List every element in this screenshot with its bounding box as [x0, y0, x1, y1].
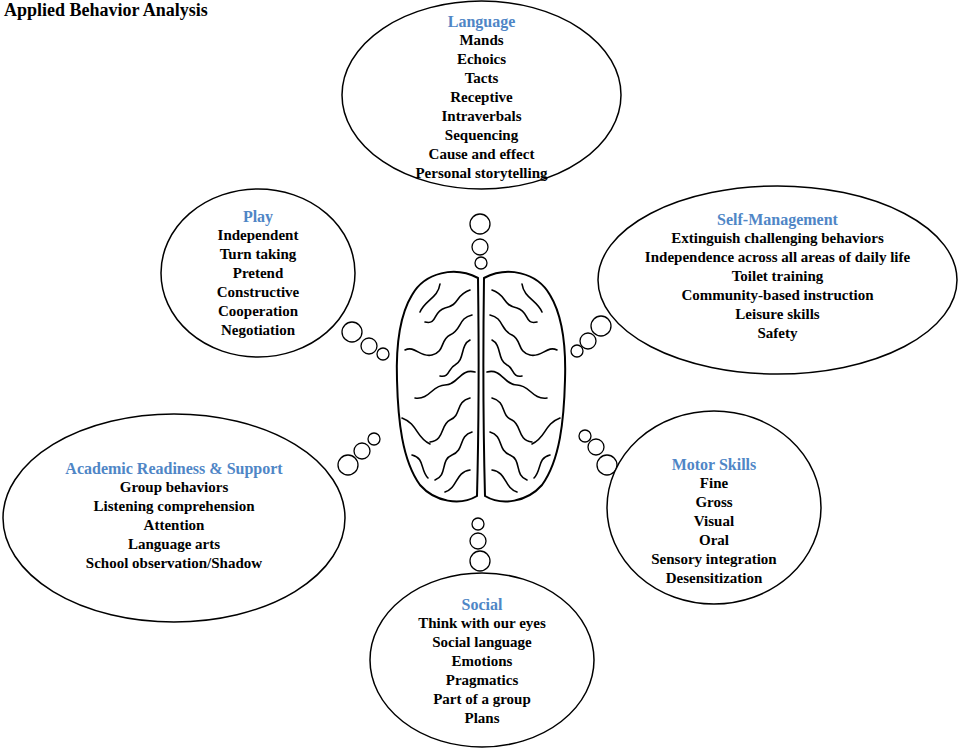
topic-heading: Academic Readiness & Support — [2, 459, 346, 478]
thought-bubble — [361, 338, 377, 354]
topic-heading: Language — [341, 12, 622, 31]
diagram-title: Applied Behavior Analysis — [4, 0, 208, 20]
skill-item: Emotions — [369, 652, 595, 671]
topic-heading: Social — [369, 595, 595, 614]
thought-bubble — [475, 257, 487, 269]
skill-item: Constructive — [160, 283, 356, 302]
skill-item: Fine — [606, 474, 822, 493]
skill-item: Group behaviors — [2, 478, 346, 497]
skill-item: Pretend — [160, 264, 356, 283]
skill-item: Leisure skills — [597, 305, 958, 324]
skill-item: Cause and effect — [341, 145, 622, 164]
skill-item: Sensory integration — [606, 550, 822, 569]
skill-item: Intraverbals — [341, 107, 622, 126]
topic-heading: Motor Skills — [606, 455, 822, 474]
skill-item: Echoics — [341, 50, 622, 69]
skill-item: Desensitization — [606, 569, 822, 588]
thought-bubble — [377, 348, 389, 360]
thought-bubble — [342, 322, 362, 342]
skill-item: Independence across all areas of daily l… — [597, 248, 958, 267]
thought-bubble — [354, 443, 370, 459]
thought-bubble — [470, 214, 490, 234]
text-column: LanguageMandsEchoicsTactsReceptiveIntrav… — [341, 0, 622, 183]
skill-item: Receptive — [341, 88, 622, 107]
topic-bubble: PlayIndependentTurn takingPretendConstru… — [160, 188, 356, 358]
ellipse-shape — [607, 411, 821, 604]
brain-gyrus — [425, 290, 470, 322]
thought-bubble — [588, 439, 604, 455]
brain-gyrus — [412, 455, 428, 478]
skill-item: Cooperation — [160, 302, 356, 321]
thought-bubbles — [338, 214, 617, 571]
topic-bubble: SocialThink with our eyesSocial language… — [369, 572, 595, 748]
skill-item: Listening comprehension — [2, 497, 346, 516]
topic-bubble: Self-ManagementExtinguish challenging be… — [597, 185, 958, 375]
skill-item: Independent — [160, 226, 356, 245]
skill-item: Part of a group — [369, 690, 595, 709]
topic-heading: Play — [160, 207, 356, 226]
thought-bubble — [591, 316, 611, 336]
text-column: SocialThink with our eyesSocial language… — [369, 572, 595, 728]
topic-heading: Self-Management — [597, 210, 958, 229]
skill-item: Turn taking — [160, 245, 356, 264]
skill-item: Visual — [606, 512, 822, 531]
brain-gyrus — [402, 418, 430, 444]
ellipse-shape — [3, 414, 345, 622]
skill-item: Tacts — [341, 69, 622, 88]
text-column: Motor SkillsFineGrossVisualOralSensory i… — [606, 410, 822, 588]
ellipse-shape — [370, 573, 594, 747]
skill-item: Gross — [606, 493, 822, 512]
skill-item: School observation/Shadow — [2, 554, 346, 573]
ellipse-shape — [161, 189, 355, 357]
thought-bubble — [470, 533, 486, 549]
text-column: PlayIndependentTurn takingPretendConstru… — [160, 188, 356, 340]
skill-item: Negotiation — [160, 321, 356, 340]
brain-gyrus — [430, 398, 470, 442]
thought-bubble — [580, 333, 596, 349]
thought-bubble — [470, 551, 490, 571]
skill-item: Mands — [341, 31, 622, 50]
skill-item: Think with our eyes — [369, 614, 595, 633]
skill-item: Community-based instruction — [597, 286, 958, 305]
skill-item: Sequencing — [341, 126, 622, 145]
brain-gyrus — [420, 284, 440, 312]
ellipse-shape — [342, 1, 621, 189]
topic-bubble: Academic Readiness & SupportGroup behavi… — [2, 413, 346, 623]
text-column: Self-ManagementExtinguish challenging be… — [597, 185, 958, 343]
brain-gyrus — [405, 315, 472, 355]
skill-item: Pragmatics — [369, 671, 595, 690]
thought-bubble — [472, 518, 484, 530]
brain-gyrus — [440, 340, 470, 376]
skill-item: Oral — [606, 531, 822, 550]
brain-gyrus — [415, 371, 475, 398]
brain-hemisphere — [397, 272, 479, 501]
skill-item: Plans — [369, 709, 595, 728]
brain-outline — [397, 272, 479, 501]
thought-bubble — [579, 430, 591, 442]
text-column: Academic Readiness & SupportGroup behavi… — [2, 413, 346, 573]
skill-item: Safety — [597, 324, 958, 343]
ellipse-shape — [598, 186, 957, 374]
brain-gyrus — [435, 432, 472, 480]
skill-item: Toilet training — [597, 267, 958, 286]
thought-bubble — [368, 433, 380, 445]
topic-bubble: LanguageMandsEchoicsTactsReceptiveIntrav… — [341, 0, 622, 190]
thought-bubble — [472, 239, 488, 255]
skill-item: Language arts — [2, 535, 346, 554]
brain-hemisphere — [483, 272, 565, 501]
brain-gyrus — [445, 470, 470, 492]
skill-item: Attention — [2, 516, 346, 535]
thought-bubble — [571, 345, 583, 357]
skill-item: Personal storytelling — [341, 164, 622, 183]
thought-bubble — [338, 455, 358, 475]
topic-bubble: Motor SkillsFineGrossVisualOralSensory i… — [606, 410, 822, 605]
skill-item: Extinguish challenging behaviors — [597, 229, 958, 248]
skill-item: Social language — [369, 633, 595, 652]
